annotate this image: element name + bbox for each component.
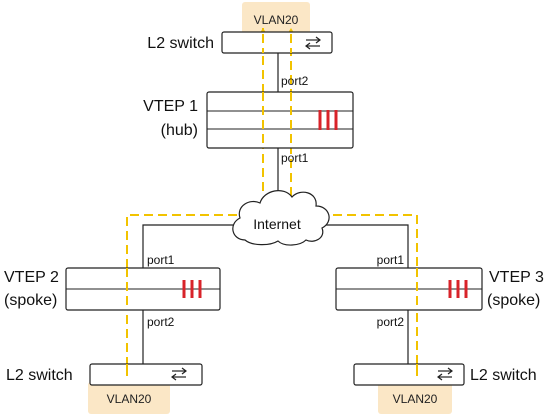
- vtep3-role: (spoke): [487, 292, 540, 309]
- left-l2-switch: [89, 363, 203, 386]
- vtep2-role: (spoke): [4, 292, 57, 309]
- fortinet-logo-icon: [318, 110, 338, 130]
- vtep3-spoke-device: [335, 267, 483, 311]
- path-vtep3-side: [305, 214, 418, 380]
- vtep3-port-up: port1: [377, 253, 405, 267]
- switch-arrows-icon: [171, 367, 187, 381]
- top-l2-switch: [221, 31, 333, 54]
- vtep2-port-down: port2: [147, 315, 175, 329]
- network-links: [142, 53, 409, 364]
- vtep1-name: VTEP 1: [143, 98, 198, 115]
- right-l2-switch: [353, 363, 465, 386]
- internet-label: Internet: [253, 216, 301, 232]
- left-vlan-badge: VLAN20: [88, 382, 170, 414]
- path-vtep2-side: [126, 206, 248, 380]
- right-vlan-badge: VLAN20: [378, 382, 452, 414]
- left-vlan-label: VLAN20: [107, 392, 152, 406]
- vtep1-port-down: port1: [281, 151, 309, 165]
- vtep1-role: (hub): [161, 122, 198, 139]
- vtep2-port-up: port1: [147, 253, 175, 267]
- vtep3-port-down: port2: [377, 315, 405, 329]
- link-internet-to-vtep2: [142, 224, 238, 268]
- link-internet-to-vtep3: [320, 224, 409, 268]
- switch-arrows-icon: [305, 36, 321, 50]
- vtep1-port-up: port2: [281, 74, 309, 88]
- right-switch-label: L2 switch: [470, 367, 537, 384]
- fortinet-logo-icon: [182, 280, 202, 298]
- vtep2-spoke-device: [65, 267, 221, 311]
- switch-arrows-icon: [437, 367, 453, 381]
- top-vlan-badge: VLAN20: [242, 2, 310, 34]
- vtep1-hub-device: [206, 91, 354, 149]
- fortinet-logo-icon: [448, 280, 468, 298]
- vtep2-name: VTEP 2: [4, 269, 59, 286]
- top-vlan-label: VLAN20: [254, 13, 299, 27]
- right-vlan-label: VLAN20: [393, 392, 438, 406]
- internet-cloud-icon: Internet: [232, 190, 330, 246]
- top-switch-label: L2 switch: [147, 35, 214, 52]
- left-switch-label: L2 switch: [6, 367, 73, 384]
- vtep3-name: VTEP 3: [489, 269, 544, 286]
